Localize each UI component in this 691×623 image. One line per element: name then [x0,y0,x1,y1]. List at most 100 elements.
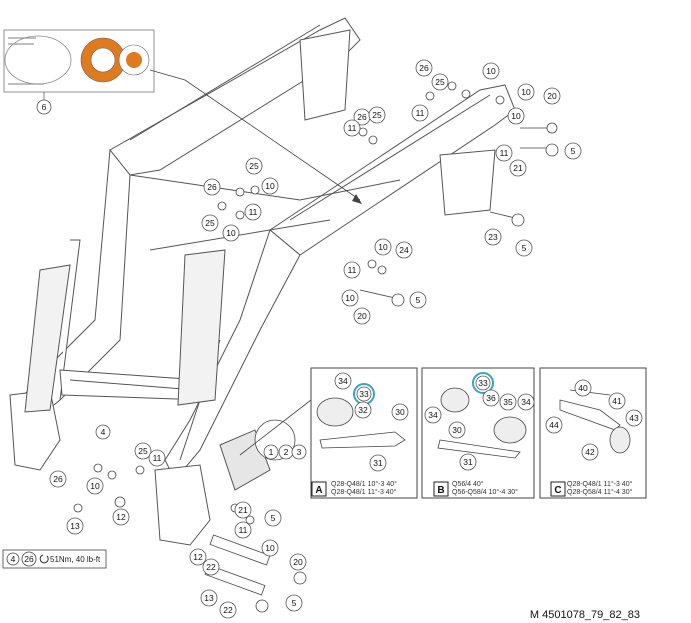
inset-b-line2: Q56-Q58/4 10°-4 30° [452,488,518,496]
callout-bubble: 13 [66,517,84,535]
callout-label: 31 [463,457,473,467]
callout-bubble: 41 [608,392,626,410]
callout-bubble: 11 [411,104,429,122]
callout-label: 20 [357,311,367,321]
callout-label: 13 [204,593,214,603]
callout-label: 30 [452,425,462,435]
callout-label: 43 [629,413,639,423]
callout-bubble: 5 [409,291,427,309]
callout-bubble: 11 [244,203,262,221]
callout-label: 33 [359,389,369,399]
callout-label: 36 [486,393,496,403]
callout-bubble: 2 [278,444,294,460]
callout-label: 24 [399,245,409,255]
callout-bubble: 25 [134,442,152,460]
callout-label: 25 [435,77,445,87]
callout-label: 11 [153,453,162,463]
callout-bubble: 10 [341,289,359,307]
callout-bubble: 10 [261,539,279,557]
callout-bubble: 5 [285,594,303,612]
callout-label: 20 [547,91,557,101]
callout-label: 25 [372,110,382,120]
callout-bubble: 24 [395,241,413,259]
callout-label: 11 [500,148,509,158]
callout-label: 40 [578,383,588,393]
callout-label: 20 [293,557,303,567]
callout-bubble: 21 [234,501,252,519]
callout-label: 35 [503,397,513,407]
callout-label: 5 [571,146,576,156]
callout-label: 5 [416,295,421,305]
callout-bubble: 34 [517,393,535,411]
callout-label: 11 [239,525,248,535]
callout-label: 41 [612,396,622,406]
callout-label: 10 [486,66,496,76]
callout-bubble: 32 [354,401,372,419]
callout-bubble: 25 [245,157,263,175]
callout-bubble: 11 [148,449,166,467]
callout-label: 26 [207,182,217,192]
callout-label: 42 [585,447,595,457]
callout-label: 6 [42,102,47,112]
callout-bubble: 5 [515,239,533,257]
callout-label: 10 [265,181,275,191]
callout-bubble: 34 [334,372,352,390]
inset-c-line1: Q28-Q48/1 11°-3 40° [567,480,633,488]
callout-label: 31 [373,458,383,468]
inset-panel-c: C Q28-Q48/1 11°-3 40° Q28-Q58/4 11°-4 30… [539,367,647,499]
callout-bubble: 4 [95,424,111,440]
callout-bubble: 43 [625,409,643,427]
callout-label: 22 [223,605,233,615]
inset-b-letter: B [437,485,444,496]
callout-bubble: 25 [201,214,219,232]
callout-label: 33 [478,378,488,388]
callout-label: 10 [345,293,355,303]
callout-bubble: 33 [475,375,491,391]
callout-bubble: 26 [415,59,433,77]
callout-bubble: 6 [36,99,52,115]
callout-layer: 6 26 25 10 11 10 20 26 25 11 10 5 11 21 … [36,59,643,619]
callout-bubble: 10 [374,238,392,256]
torque-note: 4 26 51Nm, 40 lb-ft [2,549,107,569]
callout-label: 11 [416,108,425,118]
callout-bubble: 11 [343,119,361,137]
callout-label: 11 [348,123,357,133]
callout-label: 26 [357,112,367,122]
inset-b-line1: Q56/4 40° [452,480,484,488]
inset-panel-b: B Q56/4 40° Q56-Q58/4 10°-4 30° [421,367,535,499]
callout-label: 10 [90,481,100,491]
callout-bubble: 11 [234,521,252,539]
callout-bubble: 42 [581,443,599,461]
callout-label: 22 [206,562,216,572]
callout-label: 26 [53,474,63,484]
callout-label: 4 [101,427,106,437]
callout-bubble: 30 [391,403,409,421]
callout-label: 10 [265,543,275,553]
callout-bubble: 31 [459,453,477,471]
callout-label: 44 [549,420,559,430]
callout-label: 5 [292,598,297,608]
callout-bubble: 12 [189,548,207,566]
callout-label: 26 [419,63,429,73]
torque-icon [39,554,49,564]
callout-label: 11 [348,265,357,275]
figure-code: M 4501078_79_82_83 [530,609,640,621]
callout-bubble: 25 [431,73,449,91]
callout-bubble: 40 [574,379,592,397]
callout-bubble: 34 [424,406,442,424]
inset-a-line2: Q28-Q48/1 11°-3 40° [331,488,397,496]
callout-bubble: 20 [543,87,561,105]
inset-c-line2: Q28-Q58/4 11°-4 30° [567,488,633,496]
callout-bubble: 11 [343,261,361,279]
callout-bubble: 33 [356,386,372,402]
callout-label: 25 [138,446,148,456]
callout-bubble: 10 [86,477,104,495]
callout-bubble: 31 [369,454,387,472]
torque-value: 51Nm, 40 lb-ft [50,555,101,564]
callout-bubble: 23 [484,228,502,246]
callout-bubble: 20 [289,553,307,571]
callout-bubble: 10 [507,107,525,125]
callout-bubble: 22 [202,558,220,576]
callout-label: 21 [238,505,248,515]
